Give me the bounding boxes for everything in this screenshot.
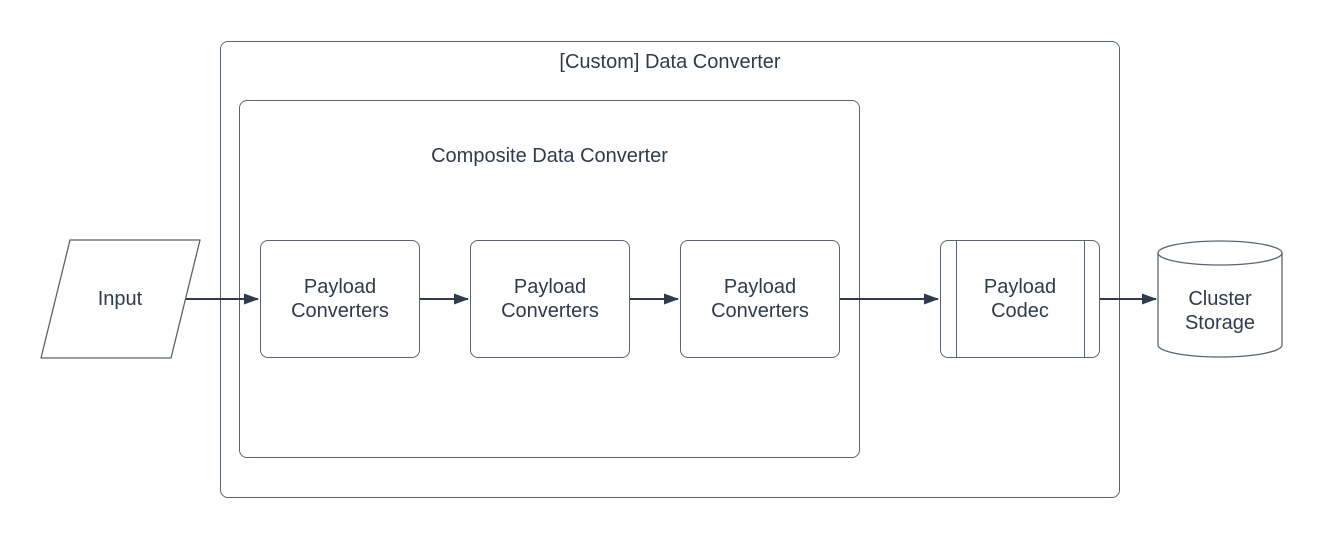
- codec-left-bar: [956, 241, 957, 357]
- node-payload-codec: Payload Codec: [940, 240, 1100, 358]
- composite-data-converter-group: [239, 100, 860, 458]
- custom-data-converter-title: [Custom] Data Converter: [559, 51, 781, 73]
- cluster-storage-cylinder-top: [1157, 240, 1283, 266]
- node-cluster-storage-label: Cluster Storage: [1184, 288, 1256, 334]
- node-input-label: Input: [97, 288, 143, 310]
- composite-data-converter-title: Composite Data Converter: [431, 145, 668, 167]
- node-payload-codec-label: Payload Codec: [983, 276, 1057, 322]
- node-payload-converters-2: Payload Converters: [470, 240, 630, 358]
- custom-data-converter-group: [220, 41, 1120, 498]
- node-payload-converters-2-label: Payload Converters: [501, 276, 599, 322]
- codec-right-bar: [1084, 241, 1085, 357]
- node-payload-converters-3-label: Payload Converters: [711, 276, 809, 322]
- node-payload-converters-1-label: Payload Converters: [291, 276, 389, 322]
- node-payload-converters-1: Payload Converters: [260, 240, 420, 358]
- node-payload-converters-3: Payload Converters: [680, 240, 840, 358]
